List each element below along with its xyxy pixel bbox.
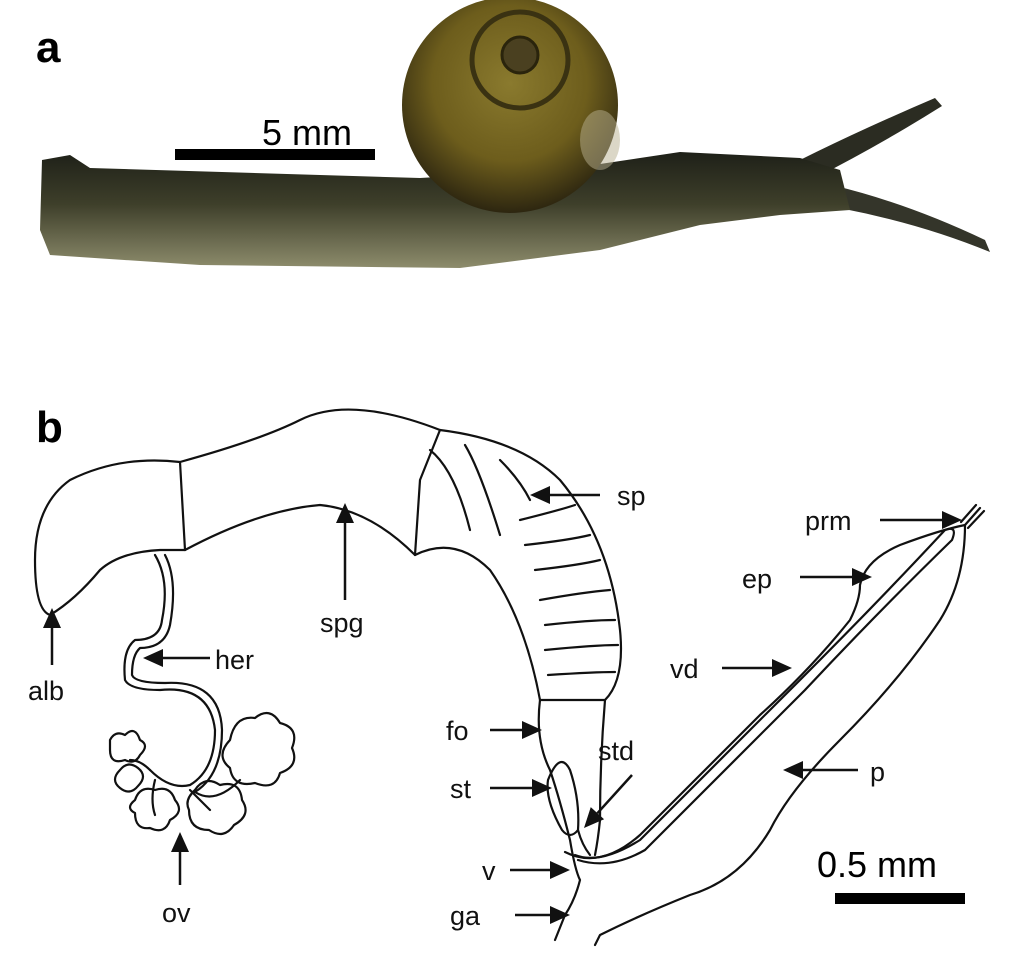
snail-photo <box>40 0 990 268</box>
label-st: st <box>450 774 472 804</box>
spermoviduct-coiled <box>413 428 623 702</box>
label-fo: fo <box>446 716 469 746</box>
arrow-sp-head-icon <box>530 486 550 504</box>
penis <box>563 523 967 947</box>
arrow-ov-head-icon <box>171 832 189 852</box>
scale-bar-b: 0.5 mm <box>817 844 965 904</box>
label-sp: sp <box>617 481 646 511</box>
free-oviduct <box>537 698 607 942</box>
label-p: p <box>870 757 885 787</box>
shell-highlight <box>580 110 620 170</box>
arrow-alb-head-icon <box>43 608 61 628</box>
arrow-ep-head-icon <box>852 568 872 586</box>
arrow-std-head-icon <box>584 807 605 828</box>
ovotestis-lobes <box>108 711 296 836</box>
snail-body <box>40 152 850 268</box>
label-spg: spg <box>320 608 364 638</box>
coil-lines <box>428 443 620 677</box>
arrow-v-head-icon <box>550 861 570 879</box>
reproductive-system-drawing <box>33 408 986 947</box>
snail-tentacle-upper <box>800 98 942 178</box>
label-v: v <box>482 856 496 886</box>
shell-apex <box>500 35 540 75</box>
arrow-std-shaft <box>596 774 633 815</box>
ovotestis-ducts <box>128 758 242 817</box>
arrow-her-head-icon <box>143 649 163 667</box>
arrow-fo-head-icon <box>522 721 542 739</box>
scale-bar-a-line <box>175 149 375 160</box>
arrow-ga-head-icon <box>550 906 570 924</box>
penial-retractor-muscle <box>959 503 986 530</box>
spermatheca <box>546 760 580 837</box>
arrow-st-head-icon <box>532 779 552 797</box>
label-std: std <box>598 736 634 766</box>
panel-a-label: a <box>36 23 61 72</box>
scale-bar-a-text: 5 mm <box>262 112 352 153</box>
label-ep: ep <box>742 564 772 594</box>
label-ga: ga <box>450 901 481 931</box>
arrow-group <box>43 486 962 924</box>
arrow-prm-head-icon <box>942 511 962 529</box>
label-prm: prm <box>805 506 852 536</box>
scale-bar-b-line <box>835 893 965 904</box>
albumen-gland <box>33 459 187 617</box>
label-alb: alb <box>28 676 64 706</box>
spermatheca-duct <box>576 828 592 857</box>
label-vd: vd <box>670 654 699 684</box>
arrow-vd-head-icon <box>772 659 792 677</box>
panel-b-label: b <box>36 403 63 452</box>
label-her: her <box>215 645 254 675</box>
hermaphroditic-duct <box>123 553 224 794</box>
spermoviduct-gland <box>178 408 442 557</box>
arrow-p-head-icon <box>783 761 803 779</box>
vas-deferens <box>573 527 955 865</box>
arrow-spg-head-icon <box>336 503 354 523</box>
label-ov: ov <box>162 898 191 928</box>
scale-bar-a: 5 mm <box>175 112 375 160</box>
scale-bar-b-text: 0.5 mm <box>817 844 937 885</box>
shell-whorl <box>469 9 571 111</box>
